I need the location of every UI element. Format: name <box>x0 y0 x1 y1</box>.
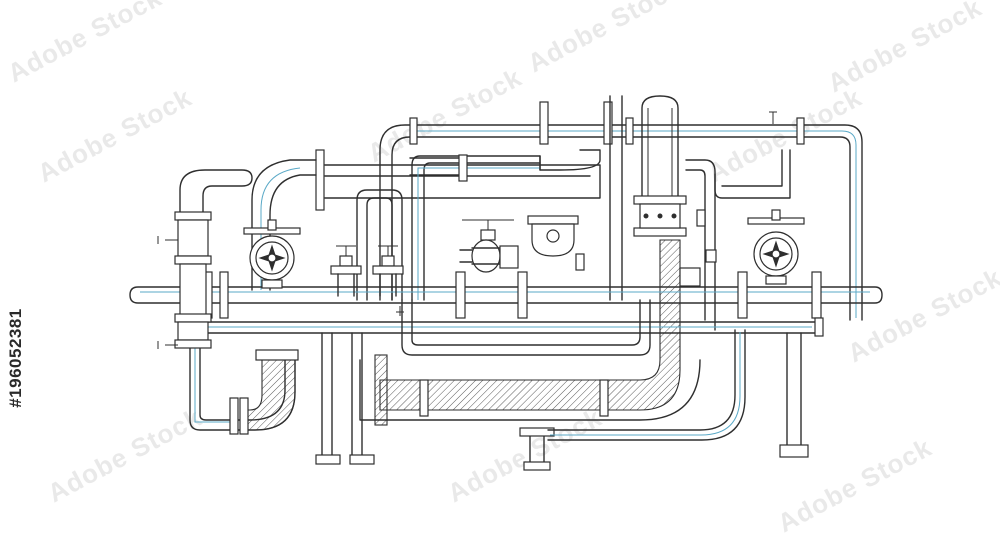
left-elbow-pipe <box>179 159 317 291</box>
gate-valve-1 <box>330 245 362 297</box>
small-fittings <box>396 249 717 316</box>
gate-valve-2 <box>372 245 404 297</box>
middle-manifold <box>315 149 601 301</box>
top-header-flanges <box>409 101 805 145</box>
vertical-column <box>633 95 687 237</box>
top-header-pipe <box>379 124 863 321</box>
strainer-body <box>527 215 585 271</box>
main-header-pipe <box>129 271 883 319</box>
hatched-vessel <box>359 239 701 426</box>
handwheel-valve-left <box>243 219 301 289</box>
globe-valve-center <box>459 219 519 273</box>
bottom-return-pipe <box>547 329 746 441</box>
vertical-riser-pipes <box>356 95 623 301</box>
left-valve-stack <box>157 211 212 349</box>
lower-left-ubend <box>229 349 299 435</box>
lower-header-pipe <box>189 317 824 431</box>
handwheel-valve-right <box>747 209 805 285</box>
right-loop-pipe <box>685 149 791 331</box>
support-legs <box>315 332 809 471</box>
inner-flow-lines <box>401 299 651 356</box>
